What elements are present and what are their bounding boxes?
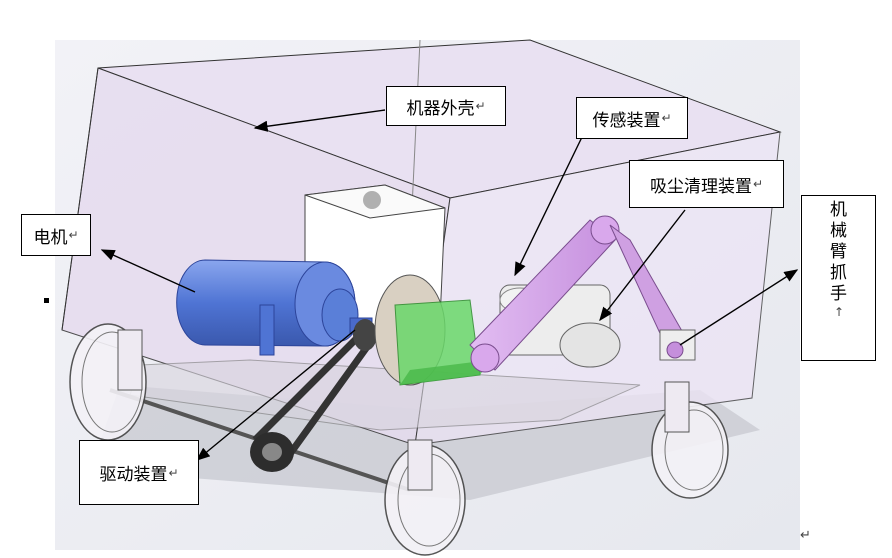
label-arm-char: 机 [830, 200, 847, 220]
label-drive: 驱动装置↵ [79, 440, 199, 505]
label-vacuum: 吸尘清理装置↵ [629, 160, 784, 208]
return-mark: ↵ [661, 111, 672, 125]
return-mark: ↵ [752, 177, 764, 191]
wheel-bracket [407, 439, 433, 491]
mechanical-arm [469, 215, 696, 373]
label-arm: 机 械 臂 抓 手 ↑ [801, 195, 876, 361]
return-mark: ↑ [833, 305, 845, 319]
label-drive-text: 驱动装置 [99, 465, 168, 485]
pointer-shell [253, 109, 386, 132]
pointer-drive [195, 329, 356, 461]
label-motor: 电机↵ [21, 214, 91, 256]
label-shell-text: 机器外壳 [406, 98, 475, 119]
label-arm-char: 手 [830, 284, 847, 304]
wheel-bracket [664, 381, 690, 433]
label-shell: 机器外壳↵ [386, 86, 506, 126]
bullet-mark [44, 298, 49, 303]
pointer-arm [679, 269, 799, 346]
end-return-mark: ↵ [800, 528, 811, 543]
label-sensor-text: 传感装置 [592, 110, 661, 131]
pointer-vacuum [599, 209, 686, 322]
sensor-dots [363, 191, 381, 209]
label-arm-char: 抓 [830, 263, 847, 283]
wheel-front-right [651, 401, 729, 499]
wheel-bracket [117, 329, 143, 391]
vacuum-gearbox [374, 274, 490, 386]
pointer-sensor [514, 134, 584, 277]
return-mark: ↵ [475, 99, 486, 113]
motor [176, 259, 373, 356]
label-sensor: 传感装置↵ [576, 97, 688, 139]
return-mark: ↵ [168, 465, 179, 480]
return-mark: ↵ [68, 228, 79, 242]
drive-belt [250, 319, 377, 472]
label-vacuum-text: 吸尘清理装置 [649, 176, 752, 197]
pointer-motor [100, 249, 196, 293]
label-motor-text: 电机 [33, 227, 68, 248]
shell-edge [61, 67, 99, 331]
label-arm-char: 臂 [830, 242, 847, 262]
label-arm-char: 械 [830, 221, 847, 241]
